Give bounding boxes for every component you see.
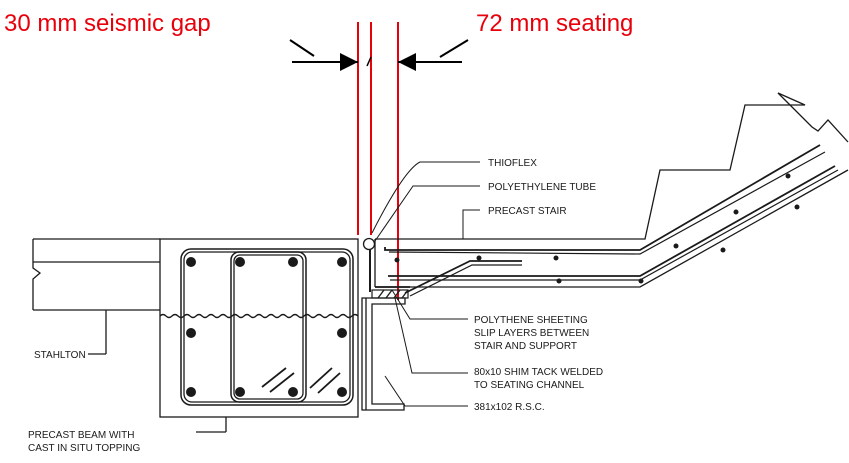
stair-dot-6 [673, 243, 679, 249]
stair-dot-3 [556, 278, 562, 284]
hook-1 [261, 367, 287, 388]
shim-hatch-1 [377, 289, 385, 299]
precast-beam-label-line-1: PRECAST BEAM WITH [28, 430, 135, 441]
thioflex-leader [371, 161, 480, 234]
polythene-label-line-2: SLIP LAYERS BETWEEN [474, 328, 589, 339]
channel-outline [361, 297, 406, 411]
stirrup-inner-inner [233, 254, 304, 400]
shim-hatch-3 [393, 289, 401, 299]
rebar-bottom-2 [235, 387, 245, 397]
topping-joint-line [159, 313, 359, 319]
dimension-guides [357, 22, 399, 300]
rebar-side-left [186, 328, 196, 338]
dimension-arrows [289, 39, 469, 71]
shim-label-line-1: 80x10 SHIM TACK WELDED [474, 367, 603, 378]
stair-dot-5 [638, 278, 644, 284]
stair-soffit [375, 169, 849, 288]
joint-details [362, 237, 410, 299]
dimension-slash [366, 56, 372, 67]
rebar-bottom-4 [337, 387, 347, 397]
polyethylene-tube-leader [374, 185, 480, 242]
stair-dot-4 [553, 255, 559, 261]
stair-rebar-top [384, 144, 821, 251]
thioflex-label: THIOFLEX [488, 158, 537, 169]
polythene-label-line-1: POLYTHENE SHEETING [474, 315, 588, 326]
stahlton-label: STAHLTON [34, 350, 86, 361]
shim-leader [394, 297, 468, 374]
slab-break-line [32, 239, 42, 310]
precast-stair-label: PRECAST STAIR [488, 206, 567, 217]
stirrup-outer-inner [183, 251, 351, 403]
precast-stair [374, 92, 849, 297]
rebar-top-1 [186, 257, 196, 267]
stair-dot-1 [394, 257, 400, 263]
stirrup-inner [230, 251, 307, 403]
stair-dot-7 [720, 247, 726, 253]
stair-dot-8 [733, 209, 739, 215]
rebar-bottom-3 [288, 387, 298, 397]
beam-outline [159, 238, 359, 418]
rsc-leader [384, 375, 468, 407]
polyethylene-tube [362, 237, 376, 251]
stirrup-outer [180, 248, 354, 406]
rebar-bottom-1 [186, 387, 196, 397]
stahlton-slab [32, 238, 160, 355]
polythene-leader [391, 289, 468, 320]
beam-reinforcing-bars [186, 257, 347, 397]
seating-channel [361, 297, 406, 411]
stirrup-hooks [261, 367, 341, 394]
stair-dot-2 [476, 255, 482, 261]
gap-leader [289, 39, 315, 57]
stair-top-profile [375, 92, 806, 240]
rebar-top-2 [235, 257, 245, 267]
precast-beam [159, 238, 359, 433]
rebar-top-4 [337, 257, 347, 267]
stair-hairpin-bar-2 [409, 264, 522, 297]
polythene-label-line-3: STAIR AND SUPPORT [474, 341, 577, 352]
hook-2 [269, 372, 295, 393]
stair-bars-in-section [394, 173, 800, 284]
rebar-side-right [337, 328, 347, 338]
stair-rebar-bottom [388, 165, 836, 277]
polyethylene-tube-label: POLYETHYLENE TUBE [488, 182, 596, 193]
stair-rebar-top-2 [388, 151, 826, 255]
stair-break-line [777, 92, 849, 143]
rebar-top-3 [288, 257, 298, 267]
stair-dot-10 [794, 204, 800, 210]
hook-4 [317, 372, 341, 394]
shim-label-line-2: TO SEATING CHANNEL [474, 380, 585, 391]
callout-leaders [371, 161, 480, 407]
seating-leader [439, 39, 469, 58]
callout-labels: THIOFLEX POLYETHYLENE TUBE PRECAST STAIR… [28, 158, 603, 454]
shim-hatch-2 [385, 289, 393, 299]
seating-label: 72 mm seating [476, 10, 634, 37]
hook-3 [309, 367, 333, 389]
stair-hairpin-bar [404, 260, 522, 294]
precast-stair-leader [462, 209, 480, 239]
seismic-gap-label: 30 mm seismic gap [4, 10, 211, 37]
precast-beam-label-line-2: CAST IN SITU TOPPING [28, 443, 140, 454]
rsc-label: 381x102 R.S.C. [474, 402, 545, 413]
stair-dot-9 [785, 173, 791, 179]
